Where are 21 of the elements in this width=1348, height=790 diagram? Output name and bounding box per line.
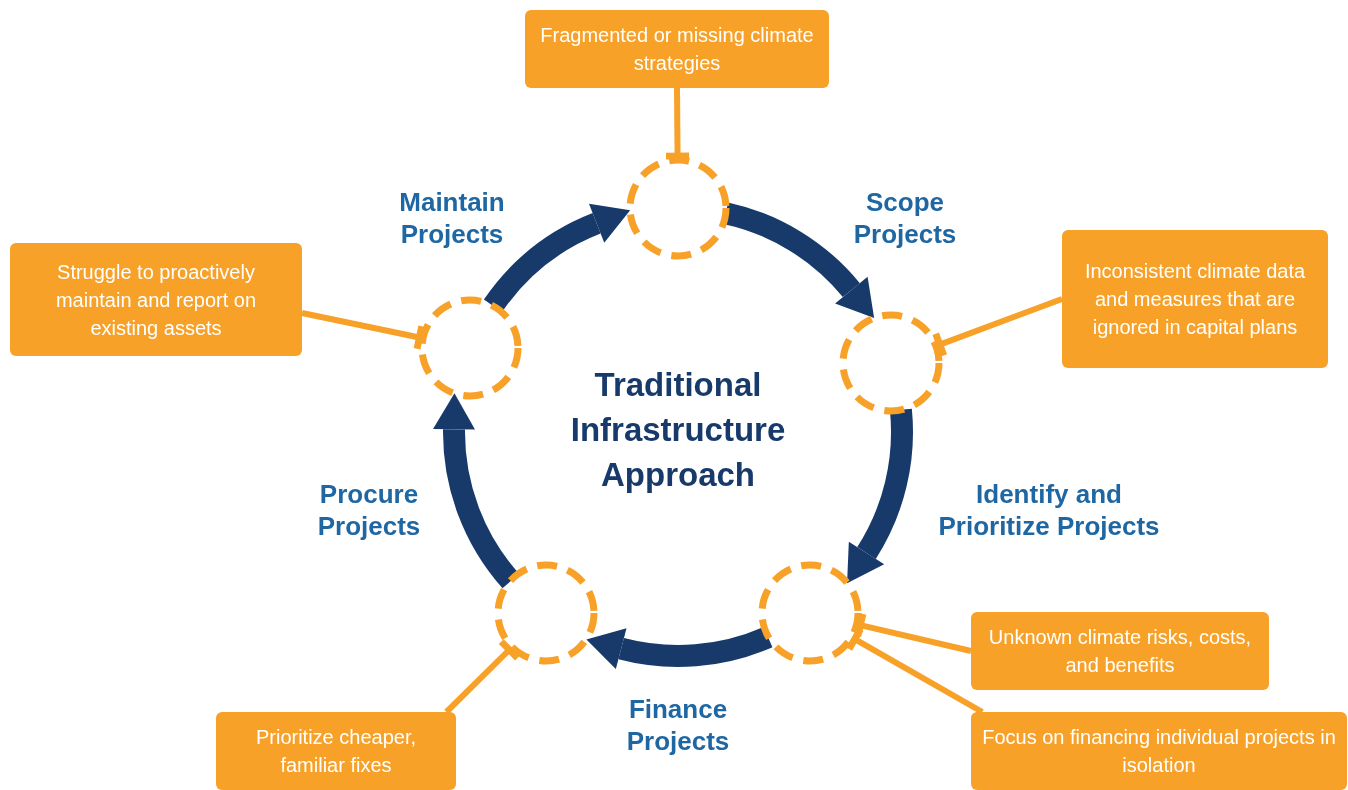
diagram-title: Traditional Infrastructure Approach [569, 365, 787, 495]
challenge-box: Unknown climate risks, costs, and benefits [971, 612, 1269, 690]
dashed-circle [757, 561, 862, 666]
challenge-box: Fragmented or missing climate strategies [525, 10, 829, 88]
dashed-circle [418, 296, 523, 401]
challenge-box: Inconsistent climate data and measures that are ignored in capital plans [1062, 230, 1328, 368]
challenge-box: Focus on financing individual projects in isolation [971, 712, 1347, 790]
dashed-circle [494, 561, 599, 666]
dashed-circle [839, 310, 944, 415]
edge-label: Scope Projects [852, 186, 958, 250]
leader-line [932, 296, 1064, 359]
challenge-box: Struggle to proactively maintain and report on existing assets [10, 243, 302, 356]
edge-label: Maintain Projects [398, 186, 506, 250]
cycle-arrow [848, 409, 913, 585]
edge-label: Procure Projects [316, 478, 422, 542]
leader-line [444, 638, 521, 715]
edge-label: Finance Projects [625, 693, 731, 757]
cycle-arrow [585, 626, 772, 670]
challenge-box: Prioritize cheaper, familiar fixes [216, 712, 456, 790]
edge-label: Identify and Prioritize Projects [937, 478, 1161, 542]
dashed-circle [626, 156, 730, 260]
